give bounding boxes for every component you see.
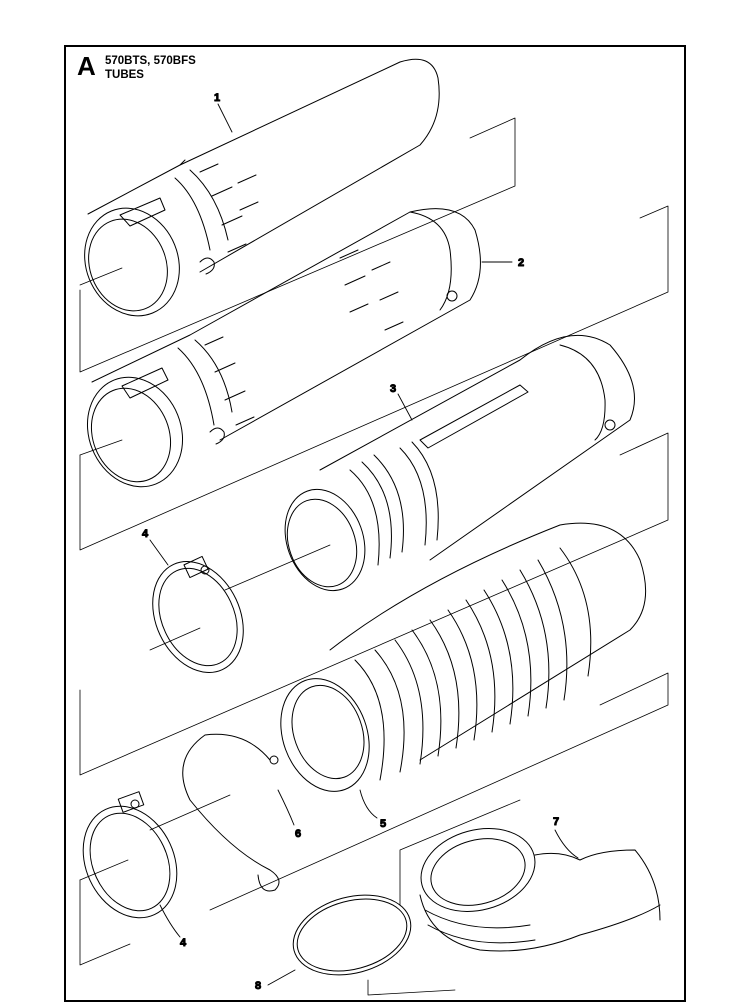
callout-8: 8: [255, 980, 261, 992]
callout-5: 5: [380, 818, 386, 830]
part-3-outer-tube: [272, 335, 635, 601]
guide-plane-1: [80, 118, 515, 372]
callout-2: 2: [518, 257, 524, 269]
callout-6: 6: [295, 828, 301, 840]
section-letter: A: [77, 51, 96, 81]
guide-plane-5: [368, 800, 520, 995]
part-4-hose-clamp-lower: [66, 791, 195, 933]
part-2-middle-tube: [71, 209, 480, 502]
guide-plane-4: [80, 673, 668, 965]
guide-plane-2: [80, 206, 668, 550]
callout-7: 7: [553, 816, 559, 828]
callout-3: 3: [390, 383, 396, 395]
callout-1: 1: [214, 92, 220, 104]
part-1-nozzle-tube: [69, 59, 439, 330]
section-title: TUBES: [105, 69, 144, 81]
part-8-o-ring: [284, 883, 420, 987]
callout-4-upper: 4: [142, 528, 149, 540]
leader-lines: [150, 104, 578, 985]
callout-4-lower: 4: [180, 937, 187, 949]
diagram-frame: [64, 45, 686, 1002]
part-5-bellows-hose: [266, 523, 646, 804]
model-numbers: 570BTS, 570BFS: [105, 55, 196, 67]
part-7-elbow: [412, 816, 660, 951]
callout-labels: 1 2 3 4 5 6 4 7 8: [142, 92, 560, 993]
part-4-hose-clamp-upper: [135, 547, 260, 688]
guide-plane-3: [80, 433, 668, 775]
part-6-retaining-wire: [183, 734, 279, 891]
